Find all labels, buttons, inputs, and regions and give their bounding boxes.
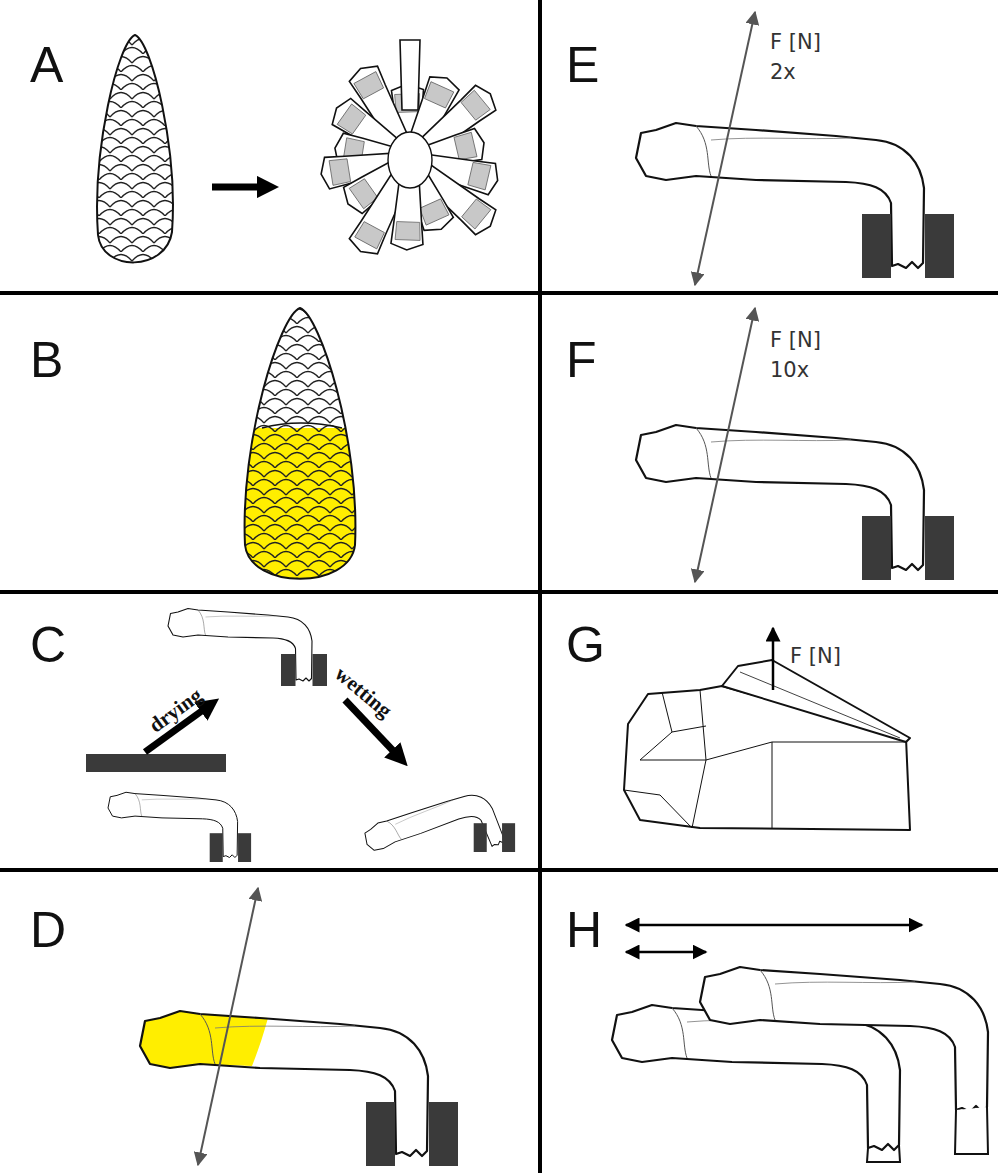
scale-shading [454, 132, 477, 160]
process-label: wetting [331, 663, 395, 722]
force-arrow [695, 12, 755, 285]
panel-letter: A [30, 40, 63, 90]
force-label: F [N] [770, 32, 821, 53]
test-scale [636, 425, 954, 580]
panel-letter: C [30, 620, 66, 670]
half-coloured-cone [230, 300, 370, 600]
scale-shading [337, 104, 366, 135]
cone-core [388, 132, 432, 188]
test-scale [636, 123, 954, 278]
panel-letter: D [30, 905, 66, 955]
panel-letter: G [566, 620, 605, 670]
scale-shading [419, 198, 449, 225]
force-label: F [N] [790, 646, 841, 667]
scale-shading [424, 82, 454, 109]
scale-shading [395, 222, 421, 241]
scale-dry [700, 967, 988, 1154]
cone-axis [400, 40, 420, 110]
scale-shading [460, 90, 490, 121]
length-arrow [626, 951, 706, 954]
scale-shading [461, 198, 491, 229]
scale-shading [329, 158, 351, 186]
wet-scale [361, 781, 515, 890]
panel-letter: H [566, 905, 602, 955]
pull-arrow [772, 628, 775, 690]
flattening-plate [86, 754, 226, 772]
scale-shading [354, 72, 385, 100]
panel-letter: B [30, 335, 63, 385]
multiplier-label: 2x [770, 62, 796, 83]
scale-wet [612, 1005, 900, 1162]
tip-marked-scale [140, 1011, 458, 1166]
scale-shading [355, 221, 386, 249]
force-label: F [N] [770, 330, 821, 351]
panel-letter: F [566, 335, 597, 385]
scale-top-view [624, 660, 910, 830]
length-arrow [626, 924, 922, 927]
dry-scale [168, 609, 327, 687]
open-cone [319, 40, 502, 259]
force-arrow [198, 888, 258, 1165]
closed-cone [90, 30, 180, 280]
flattened-scale [108, 792, 251, 862]
force-arrow [695, 308, 755, 582]
scale-shading [468, 161, 491, 189]
panel-letter: E [566, 40, 599, 90]
multiplier-label: 10x [770, 360, 809, 381]
opening-arrow [212, 184, 268, 191]
